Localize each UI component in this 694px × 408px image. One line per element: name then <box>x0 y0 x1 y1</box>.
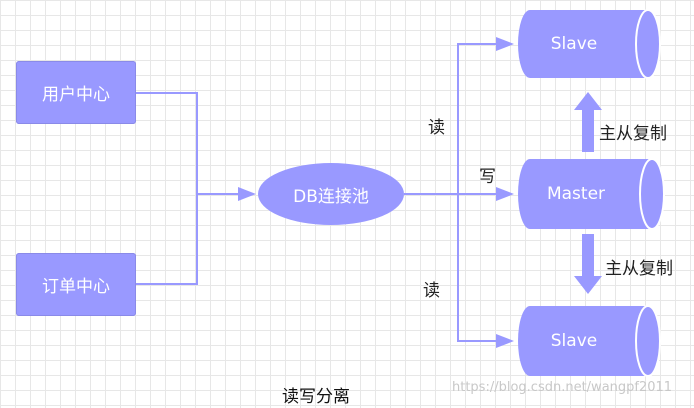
connector-read-bottom <box>457 194 498 342</box>
connector-read-top <box>457 43 498 194</box>
cylinder-master <box>518 158 665 230</box>
edge-label-replicate-bottom: 主从复制 <box>605 259 673 279</box>
edge-label-read-top: 读 <box>428 118 445 138</box>
arrow-into-slave-top <box>496 37 514 51</box>
watermark: https://blog.csdn.net/wangpf2011 <box>452 380 673 395</box>
node-order-center: 订单中心 <box>16 253 136 316</box>
arrow-into-slave-bottom <box>496 334 514 348</box>
replication-arrow-down <box>574 234 602 294</box>
label-slave-bottom: Slave <box>550 331 598 351</box>
arrow-into-master <box>496 187 514 201</box>
connector-order-to-pool <box>136 194 198 285</box>
replication-arrow-up <box>574 92 602 152</box>
arrow-into-pool <box>238 187 256 201</box>
cylinder-slave-top <box>518 9 661 79</box>
diagram-caption: 读写分离 <box>282 387 350 407</box>
connectors <box>136 43 498 342</box>
node-db-pool: DB连接池 <box>258 163 404 225</box>
arrowheads <box>238 37 514 348</box>
edge-label-write: 写 <box>479 167 496 187</box>
edge-label-read-bottom: 读 <box>423 281 440 301</box>
connector-user-to-pool <box>136 92 238 195</box>
label-slave-top: Slave <box>550 34 598 54</box>
replication-arrows <box>574 92 602 294</box>
label-master: Master <box>546 184 606 204</box>
edge-label-replicate-top: 主从复制 <box>599 124 667 144</box>
node-user-center: 用户中心 <box>16 61 136 124</box>
cylinder-slave-bottom <box>518 305 661 377</box>
